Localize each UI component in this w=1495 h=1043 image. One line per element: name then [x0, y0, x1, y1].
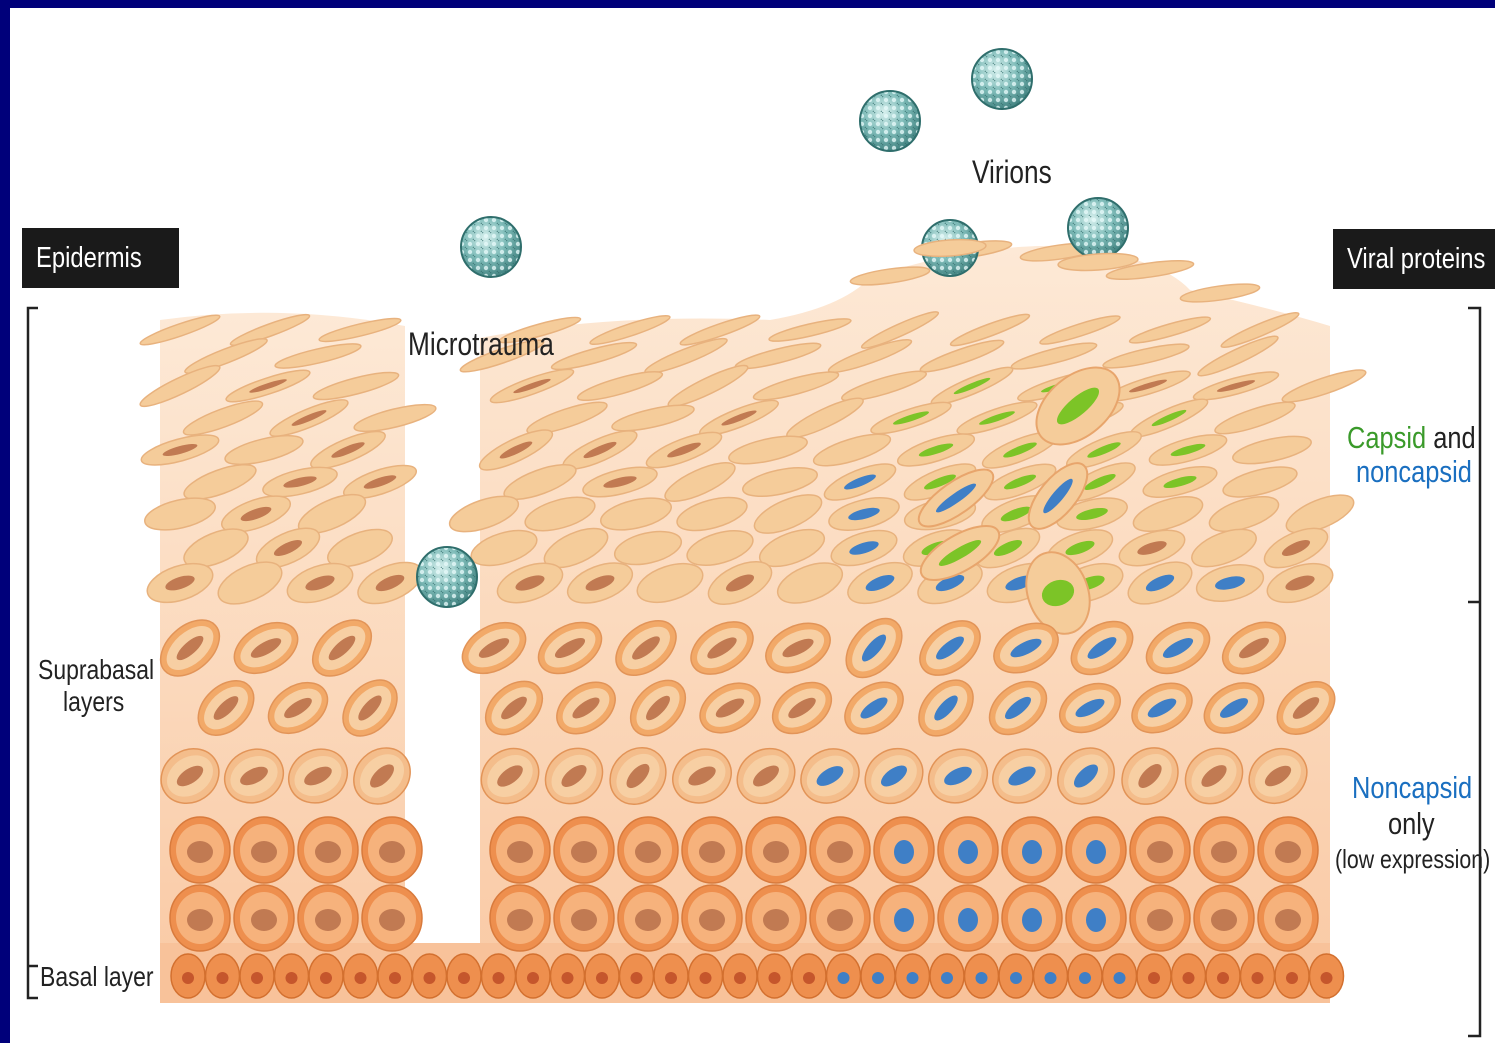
- basal-cell: [413, 954, 447, 998]
- basal-cell: [551, 954, 585, 998]
- virion: [972, 49, 1032, 109]
- basal-cell: [1310, 954, 1344, 998]
- basal-cell: [965, 954, 999, 998]
- capsid-and-label: Capsid and: [1347, 420, 1476, 456]
- and-word: and: [1433, 420, 1475, 455]
- round-cell: [298, 817, 358, 883]
- round-cell: [1130, 817, 1190, 883]
- round-cell: [682, 885, 742, 951]
- round-cell: [874, 885, 934, 951]
- virion: [461, 217, 521, 277]
- virion: [1068, 198, 1128, 258]
- basal-cell: [378, 954, 412, 998]
- round-cell: [234, 817, 294, 883]
- basal-cell: [689, 954, 723, 998]
- virions-label: Virions: [972, 154, 1052, 191]
- round-cell: [938, 817, 998, 883]
- round-cell: [362, 885, 422, 951]
- round-cell: [362, 817, 422, 883]
- basal-cell: [275, 954, 309, 998]
- basal-cell: [1275, 954, 1309, 998]
- basal-cell: [620, 954, 654, 998]
- basal-cell: [344, 954, 378, 998]
- suprabasal-label-line2: layers: [63, 686, 124, 718]
- round-cell: [874, 817, 934, 883]
- round-cell: [746, 885, 806, 951]
- basal-cell: [758, 954, 792, 998]
- epidermis-diagram: [10, 8, 1495, 1043]
- round-cell: [1130, 885, 1190, 951]
- round-cell: [170, 817, 230, 883]
- basal-cell: [482, 954, 516, 998]
- basal-cell: [1172, 954, 1206, 998]
- round-cell: [810, 817, 870, 883]
- left-bracket: [28, 308, 38, 998]
- round-cell: [746, 817, 806, 883]
- basal-cell: [171, 954, 205, 998]
- capsid-word: Capsid: [1347, 420, 1426, 455]
- round-cell: [1258, 817, 1318, 883]
- round-cell: [298, 885, 358, 951]
- basal-cell: [1034, 954, 1068, 998]
- round-cell: [618, 817, 678, 883]
- round-cell: [1066, 885, 1126, 951]
- basal-cell: [1206, 954, 1240, 998]
- basal-cell: [1103, 954, 1137, 998]
- round-cell: [1002, 885, 1062, 951]
- round-cell: [554, 885, 614, 951]
- suprabasal-label-line1: Suprabasal: [38, 654, 154, 686]
- basal-cell: [516, 954, 550, 998]
- basal-cell: [827, 954, 861, 998]
- microtrauma-label: Microtrauma: [408, 326, 554, 363]
- basal-cell: [240, 954, 274, 998]
- basal-cell: [1137, 954, 1171, 998]
- basal-cell: [206, 954, 240, 998]
- basal-layer-label: Basal layer: [40, 961, 154, 993]
- virion: [860, 91, 920, 151]
- round-cell: [1002, 817, 1062, 883]
- figure-frame: Epidermis Viral proteins Virions Microtr…: [10, 8, 1495, 1043]
- round-cell: [1066, 817, 1126, 883]
- basal-cell: [896, 954, 930, 998]
- basal-cell: [930, 954, 964, 998]
- round-cell: [682, 817, 742, 883]
- low-expression-label: (low expression): [1335, 844, 1490, 875]
- right-bracket: [1468, 308, 1480, 1036]
- basal-cell: [999, 954, 1033, 998]
- viral-proteins-label: Viral proteins: [1333, 229, 1495, 289]
- noncapsid-only-label-line1: Noncapsid: [1352, 770, 1472, 806]
- noncapsid-label: noncapsid: [1356, 454, 1472, 490]
- round-cell: [1194, 817, 1254, 883]
- epidermis-label: Epidermis: [22, 228, 179, 288]
- basal-cell: [654, 954, 688, 998]
- round-cell: [490, 885, 550, 951]
- basal-cell: [1241, 954, 1275, 998]
- round-cell: [490, 817, 550, 883]
- round-cell: [810, 885, 870, 951]
- round-cell: [554, 817, 614, 883]
- round-cell: [618, 885, 678, 951]
- basal-cell: [861, 954, 895, 998]
- round-cell: [170, 885, 230, 951]
- basal-cell: [1068, 954, 1102, 998]
- round-cell: [1258, 885, 1318, 951]
- round-cell: [938, 885, 998, 951]
- basal-cell: [309, 954, 343, 998]
- round-cell: [234, 885, 294, 951]
- noncapsid-only-label-line2: only: [1388, 806, 1435, 842]
- basal-cell: [723, 954, 757, 998]
- virion: [417, 547, 477, 607]
- basal-cell: [792, 954, 826, 998]
- round-cell: [1194, 885, 1254, 951]
- basal-cell: [585, 954, 619, 998]
- basal-cell: [447, 954, 481, 998]
